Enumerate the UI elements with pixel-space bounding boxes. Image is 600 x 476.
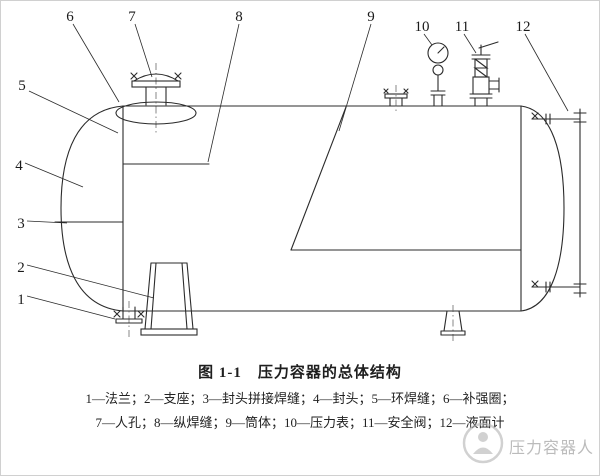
left-head: [60, 105, 124, 312]
bolt-icon: [137, 310, 145, 318]
safety-valve: [469, 41, 500, 107]
reinforcement-ring: [115, 101, 197, 125]
support: [140, 262, 198, 336]
callout-9: 9: [367, 9, 375, 25]
bolt-icon: [130, 72, 138, 80]
legend-line-1: 1—法兰；2—支座；3—封头拼接焊缝；4—封头；5—环焊缝；6—补强圈；: [85, 391, 515, 406]
bolt-icon: [531, 280, 539, 288]
callout-5: 5: [18, 78, 26, 94]
callout-10: 10: [415, 19, 430, 35]
pressure-gauge: [427, 42, 449, 107]
bolt-icon: [403, 88, 409, 94]
vessel-shell: [54, 105, 565, 312]
drain-nozzle: [440, 310, 466, 336]
callout-4: 4: [15, 158, 23, 174]
watermark-logo-icon: [462, 422, 504, 469]
bolt-icon: [113, 310, 121, 318]
top-nozzle: [383, 88, 409, 107]
watermark: 压力容器人: [462, 422, 594, 469]
bottom-flange: [113, 306, 145, 324]
figure-legend: 1—法兰；2—支座；3—封头拼接焊缝；4—封头；5—环焊缝；6—补强圈； 7—人…: [1, 387, 599, 435]
callout-11: 11: [455, 19, 469, 35]
callout-12: 12: [516, 19, 531, 35]
right-head: [520, 105, 565, 312]
bolt-icon: [174, 72, 182, 80]
callout-8: 8: [235, 9, 243, 25]
leader-lines: [24, 23, 569, 320]
bolt-icon: [531, 112, 539, 120]
legend-line-2: 7—人孔；8—纵焊缝；9—筒体；10—压力表；11—安全阀；12—液面计: [95, 415, 505, 431]
callout-6: 6: [66, 9, 74, 25]
callout-3: 3: [17, 216, 25, 232]
callout-1: 1: [17, 292, 25, 308]
pressure-vessel-diagram: 1 2 3 4 5 6 7 8 9 10 11 12: [15, 9, 587, 341]
callout-2: 2: [17, 260, 25, 276]
figure-caption: 图 1-1 压力容器的总体结构: [198, 365, 402, 381]
bolt-icon: [383, 88, 389, 94]
watermark-text: 压力容器人: [508, 439, 594, 457]
level-gauge: [531, 108, 587, 298]
callout-7: 7: [128, 9, 136, 25]
